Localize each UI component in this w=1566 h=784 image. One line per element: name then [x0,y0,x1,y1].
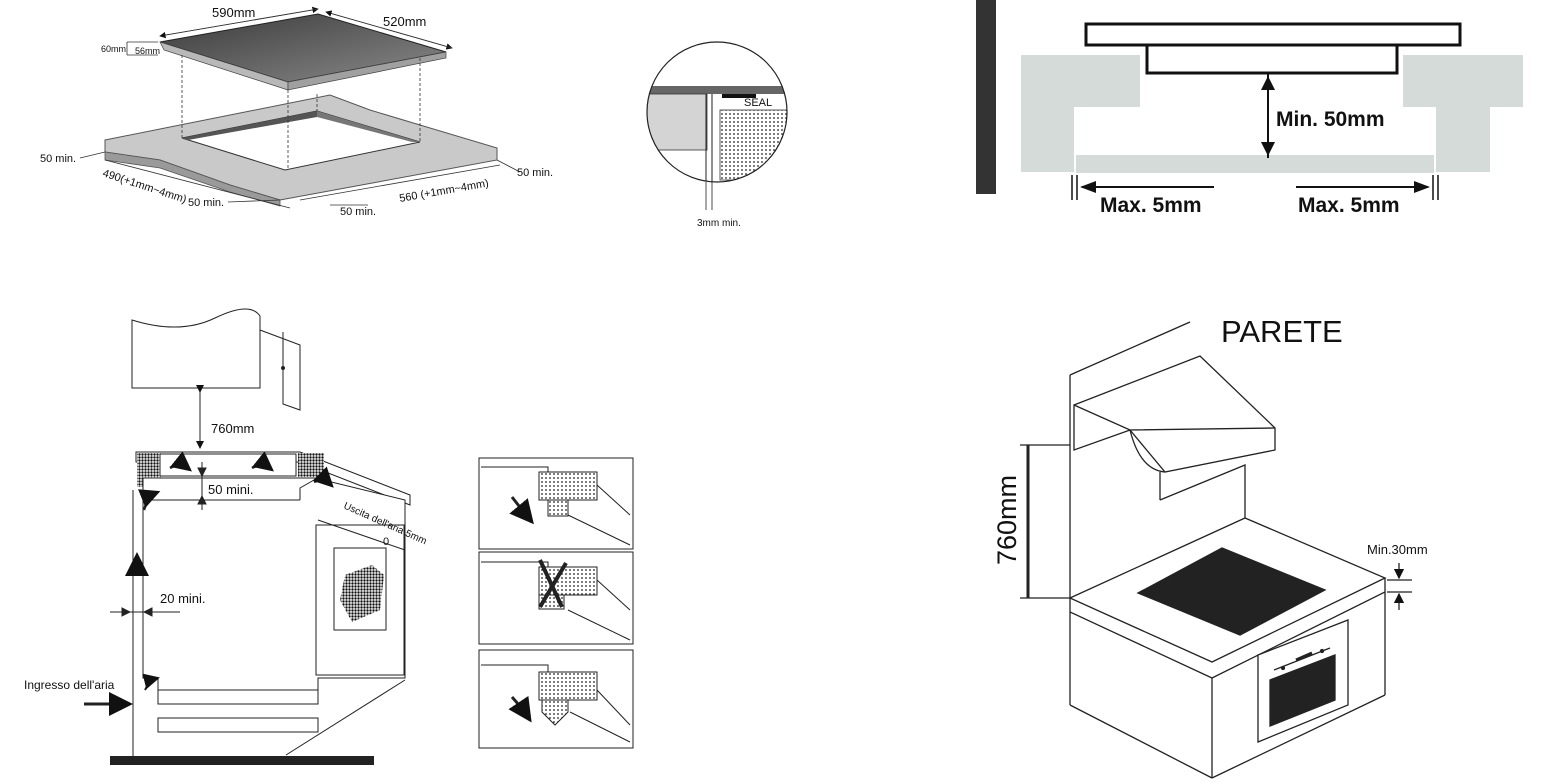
min-front-right: 50 min. [340,206,376,218]
wall-min-label: Min.30mm [1367,542,1428,557]
hob-cutout-panel: 590mm 520mm 60mm 56mm 50 min. 490(+1mm~4… [40,5,553,218]
gap-side-label: 20 mini. [160,591,206,606]
oven-control-label: 0 [383,536,389,548]
seal-label: SEAL [744,97,772,109]
range-hood [1073,355,1276,473]
clearance-panel: Min. 50mm Max. 5mm Max. 5mm [976,0,1523,217]
dim-depth: 520mm [383,14,426,29]
vent-details-panel [478,457,634,749]
min-right: 50 min. [517,167,553,179]
wall-height-label: 760mm [992,475,1022,565]
hob-top [1084,22,1462,47]
air-in-label: Ingresso dell'aria [24,678,115,692]
min-front-left: 50 min. [188,197,224,209]
oven-height-label: 760mm [211,421,254,436]
upper-cabinet [131,308,261,389]
dim-height-total: 60mm [101,44,126,54]
hob-body [1145,43,1399,75]
hob-surface [1136,547,1327,636]
cabinet-left [1021,55,1140,172]
oven-cabinet-panel [84,308,411,765]
dim-width: 590mm [212,5,255,20]
wall-label: PARETE [1221,314,1343,349]
cabinet-right [1403,55,1523,172]
min-50-label: Min. 50mm [1276,108,1385,131]
cutout-width: 560 (+1mm~4mm) [398,177,489,205]
gap-top-label: 50 mini. [208,482,254,497]
seal-detail-panel: SEAL 3mm min. [646,41,788,229]
wall-hood-labels: PARETE 760mm Min.30mm [992,314,1428,565]
wall-bar [976,0,996,194]
gap-label: 3mm min. [697,218,741,229]
min-left: 50 min. [40,153,76,165]
wall-hood-panel [1020,321,1412,779]
max-right-label: Max. 5mm [1298,194,1400,217]
dim-height-body: 56mm [135,46,160,56]
bottom-panel [1076,155,1434,173]
max-left-label: Max. 5mm [1100,194,1202,217]
